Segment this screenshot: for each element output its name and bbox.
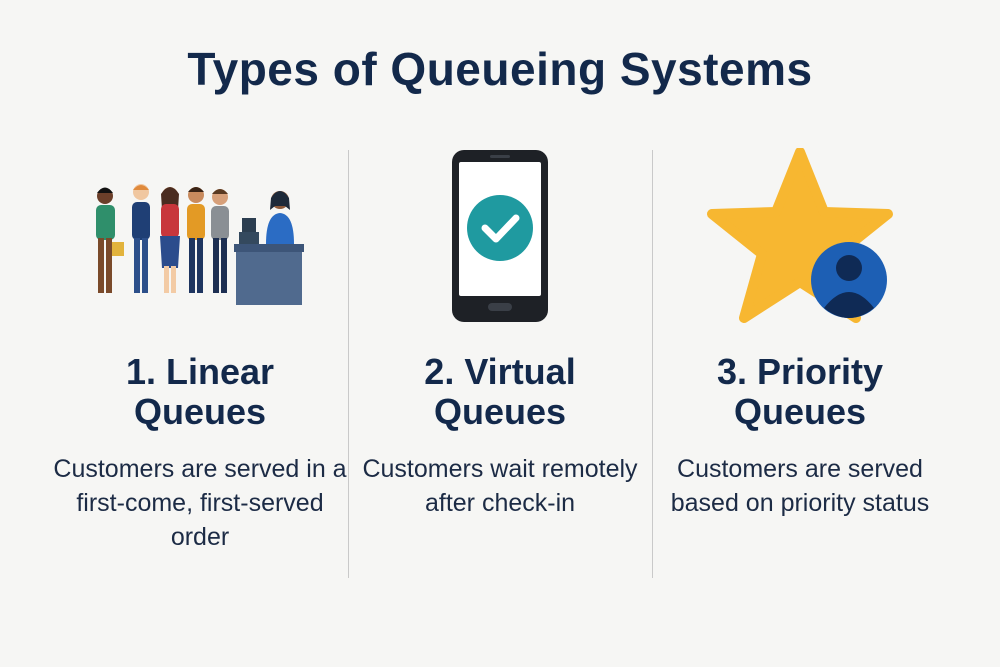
priority-queues-card: 3. Priority Queues Customers are served … <box>650 0 950 667</box>
linear-queues-card: 1. Linear Queues Customers are served in… <box>50 0 350 667</box>
column-divider <box>348 150 349 578</box>
heading-line: 2. Virtual <box>424 351 576 392</box>
column-divider <box>652 150 653 578</box>
linear-queues-description: Customers are served in a first-come, fi… <box>53 455 347 551</box>
page-title: Types of Queueing Systems <box>187 43 813 95</box>
heading-line: Queues <box>133 391 267 432</box>
people-in-line-icon <box>50 180 350 310</box>
linear-queues-heading: 1. Linear Queues <box>50 352 350 432</box>
star-user-icon <box>650 147 950 329</box>
heading-line: 3. Priority <box>716 351 884 392</box>
priority-queues-heading: 3. Priority Queues <box>650 352 950 432</box>
virtual-queues-heading: 2. Virtual Queues <box>350 352 650 432</box>
heading-line: 1. Linear <box>125 351 275 392</box>
heading-line: Queues <box>733 391 867 432</box>
virtual-queues-card: 2. Virtual Queues Customers wait remotel… <box>350 0 650 667</box>
virtual-queues-description: Customers wait remotely after check-in <box>362 455 638 517</box>
smartphone-checkmark-icon <box>350 148 650 329</box>
priority-queues-description: Customers are served based on priority s… <box>670 455 930 517</box>
heading-line: Queues <box>433 391 567 432</box>
